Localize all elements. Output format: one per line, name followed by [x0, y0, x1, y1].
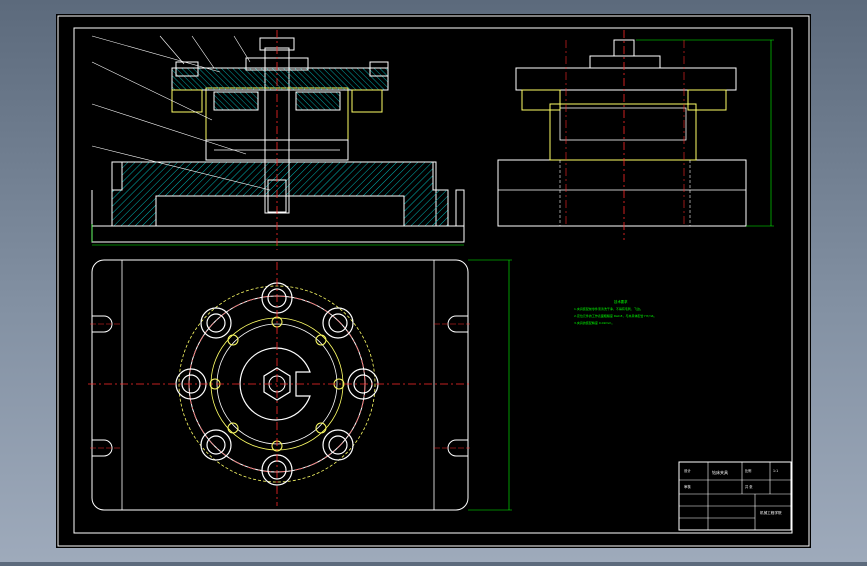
sheet-outer-border: [57, 15, 810, 547]
note-line-3: 3.夹具的装配精度 0.02mm。: [574, 320, 614, 325]
school-name: 机械工程学院: [760, 510, 782, 515]
part-name: 钻床夹具: [712, 469, 728, 475]
scale-value: 1:1: [773, 469, 778, 473]
checker-label: 审核: [684, 484, 691, 489]
designer-label: 设计: [684, 468, 691, 473]
sheet-inner-border: [73, 27, 793, 534]
drill-plate: [171, 67, 389, 91]
front-section-view: [91, 30, 465, 250]
note-line-2: 2.定位元件的工作表面粗糙度 Ra0.8，与夹具体配合 H7/n6。: [574, 313, 656, 318]
top-plan-view: [88, 259, 512, 511]
title-block: 设计 审核 钻床夹具 比例 1:1 共 张 机械工程学院: [678, 461, 792, 531]
plan-base-outline: [91, 259, 469, 511]
base-plate: [111, 161, 449, 227]
notes-title: 技术要求: [614, 299, 628, 304]
sheet-count: 共 张: [745, 484, 753, 489]
center-nut: [263, 367, 291, 401]
c-washer: [239, 347, 311, 421]
technical-notes: 技术要求 1.夹具装配前零件须清洗干净，不得有毛刺、飞边。 2.定位元件的工作表…: [574, 299, 656, 325]
scale-label: 比例: [745, 468, 751, 473]
sheet-background: [56, 14, 811, 548]
side-view: [497, 30, 774, 240]
note-line-1: 1.夹具装配前零件须清洗干净，不得有毛刺、飞边。: [574, 306, 643, 311]
